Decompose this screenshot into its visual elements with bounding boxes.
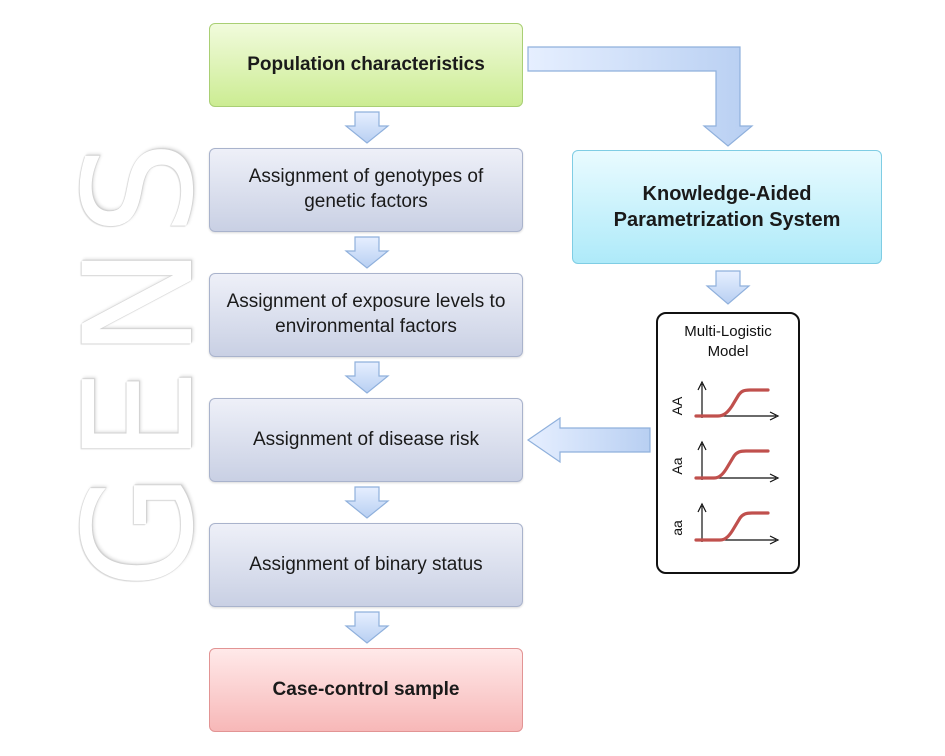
genotype-label-Aa: Aa — [669, 457, 685, 474]
disease-risk-box: Assignment of disease risk — [209, 398, 523, 482]
genotype-assignment-label: Assignment of genotypes of genetic facto… — [248, 166, 484, 212]
elbow-arrow-icon — [527, 46, 754, 147]
down-arrow-icon — [344, 236, 390, 269]
exposure-assignment-box: Assignment of exposure levels to environ… — [209, 273, 523, 357]
case-control-sample-label: Case-control sample — [272, 678, 460, 700]
logistic-curve-icon: AA — [669, 380, 780, 421]
logistic-curve-icon: aa — [669, 502, 780, 545]
model-title-line2: Model — [707, 343, 749, 361]
logistic-curve-icon: Aa — [669, 440, 780, 483]
model-title-line1: Multi-Logistic — [684, 323, 772, 340]
case-control-sample-box: Case-control sample — [209, 648, 523, 732]
knowledge-aided-parametrization-box: Knowledge-Aided Parametrization System — [572, 150, 882, 264]
population-characteristics-box: Population characteristics — [209, 23, 523, 107]
down-arrow-icon — [344, 111, 390, 144]
down-arrow-icon — [344, 486, 390, 519]
genotype-label-aa: aa — [669, 520, 685, 536]
genotype-assignment-box: Assignment of genotypes of genetic facto… — [209, 148, 523, 232]
exposure-assignment-label: Assignment of exposure levels to environ… — [226, 291, 506, 337]
kaps-label: Knowledge-Aided Parametrization System — [613, 183, 841, 231]
genotype-label-AA: AA — [669, 396, 685, 415]
left-arrow-icon — [526, 416, 651, 464]
disease-risk-label: Assignment of disease risk — [253, 428, 479, 450]
down-arrow-icon — [344, 361, 390, 394]
multi-logistic-model-panel: Multi-Logistic Model AA Aa aa — [656, 312, 800, 574]
down-arrow-icon — [344, 611, 390, 644]
population-characteristics-label: Population characteristics — [247, 53, 485, 75]
binary-status-label: Assignment of binary status — [249, 553, 483, 575]
model-title: Multi-Logistic Model — [658, 322, 798, 363]
down-arrow-icon — [705, 270, 751, 305]
logistic-curves-svg: AA Aa aa — [669, 380, 780, 545]
binary-status-box: Assignment of binary status — [209, 523, 523, 607]
